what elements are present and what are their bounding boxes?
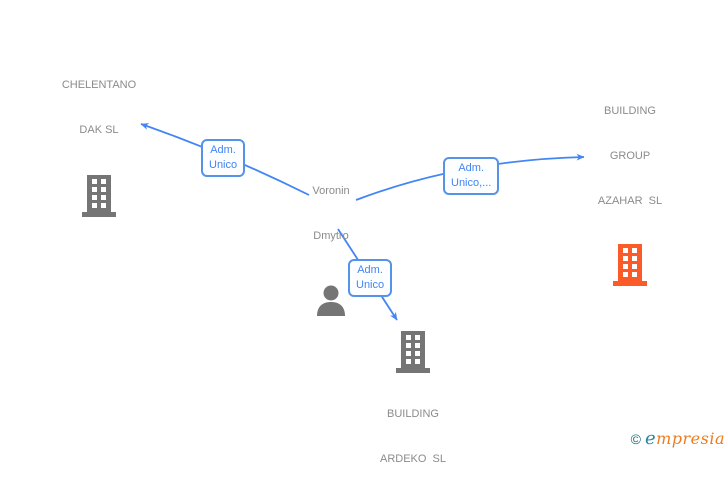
edge-label-adm-unico-chelentano[interactable]: Adm. Unico [201, 139, 246, 177]
brand-text: empresia [644, 428, 725, 449]
company-node-building-group-azahar-sl[interactable]: BUILDING GROUP AZAHAR SL [560, 74, 700, 286]
person-name: Voronin Dmytro [312, 185, 350, 242]
building-icon[interactable] [82, 175, 116, 217]
company-name: CHELENTANO DAK SL [61, 79, 137, 136]
company-node-chelentano-dak-sl[interactable]: CHELENTANO DAK SL [29, 48, 169, 217]
company-name: BUILDING ARDEKO SL [379, 408, 447, 465]
edge-label-adm-unico-azahar[interactable]: Adm. Unico,... [443, 157, 500, 195]
relationship-diagram: CHELENTANO DAK SL BUILDING GROUP AZAHAR … [29, 48, 725, 465]
building-icon[interactable] [396, 331, 430, 373]
person-node-voronin-dmytro[interactable]: Voronin Dmytro [271, 154, 391, 316]
person-icon[interactable] [315, 285, 347, 316]
company-node-building-ardeko-sl[interactable]: BUILDING ARDEKO SL [343, 331, 483, 497]
empresia-logo[interactable]: © empresia [631, 430, 725, 448]
copyright-icon: © [630, 431, 641, 447]
edge-label-adm-unico-ardeko[interactable]: Adm. Unico [348, 259, 393, 297]
building-icon[interactable] [613, 244, 647, 286]
company-name: BUILDING GROUP AZAHAR SL [597, 105, 663, 207]
